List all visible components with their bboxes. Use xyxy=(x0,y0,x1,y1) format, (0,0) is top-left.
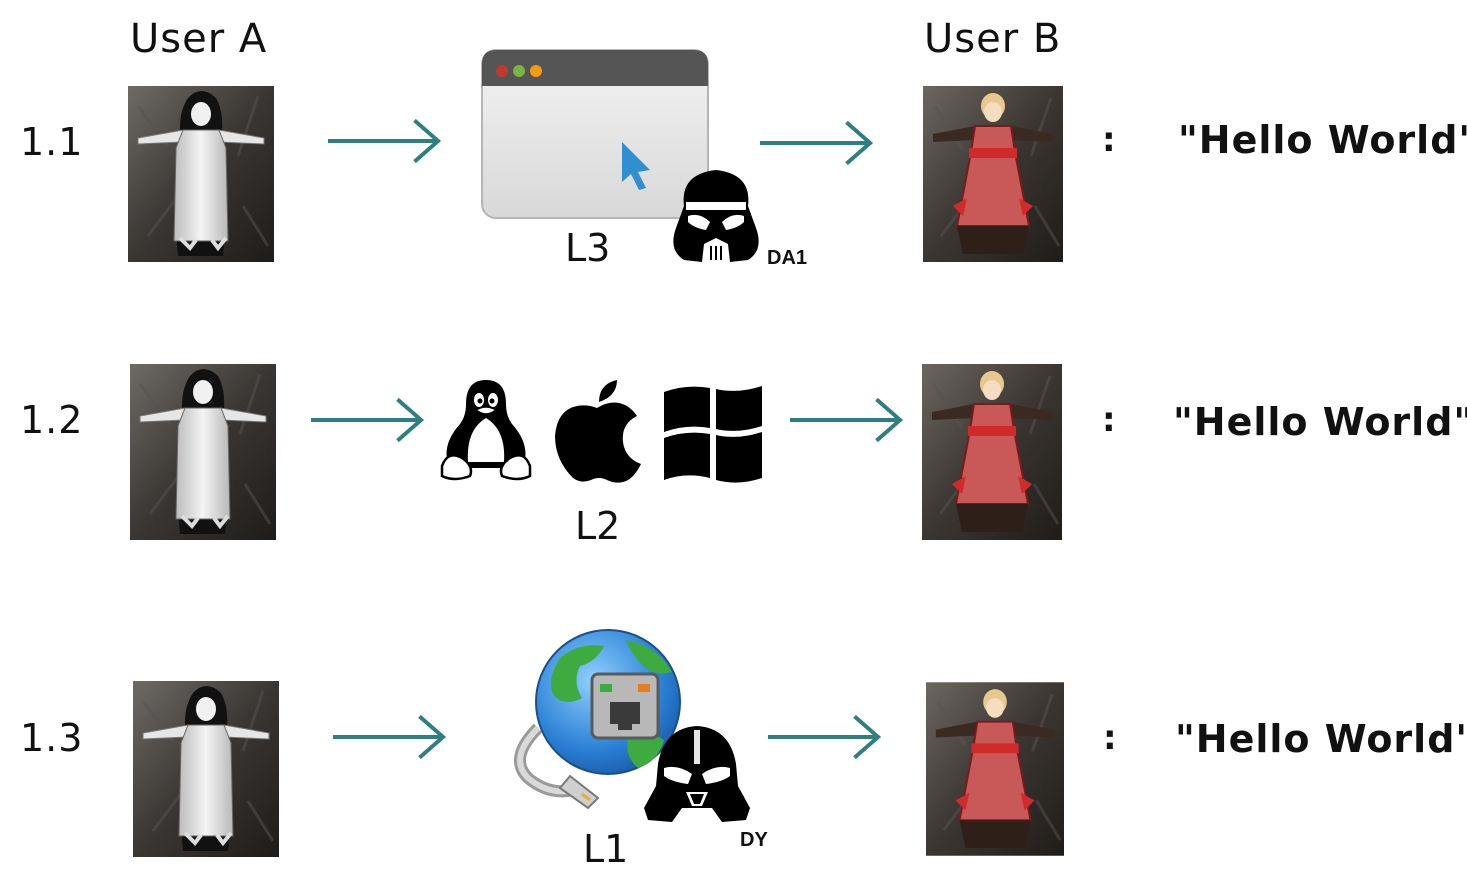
stormtrooper-helmet-icon xyxy=(673,170,759,262)
network-globe-icon xyxy=(514,629,681,810)
row-label-1-2: 1.2 xyxy=(20,398,84,442)
layer-label-l3: L3 xyxy=(565,226,611,270)
user-a-portrait-icon xyxy=(133,681,279,857)
windows-logo-icon xyxy=(664,386,762,483)
message-text: "Hello World" xyxy=(1173,400,1467,444)
separator: : xyxy=(1102,120,1116,160)
user-a-header: User A xyxy=(130,16,268,62)
apple-logo-icon xyxy=(555,380,641,483)
user-b-portrait-icon xyxy=(923,86,1063,262)
linux-tux-icon xyxy=(440,380,532,481)
arrow-right-icon xyxy=(326,116,444,166)
arrow-right-icon xyxy=(788,395,906,445)
attacker-label-dy: DY xyxy=(740,829,768,851)
arrow-right-icon xyxy=(331,712,449,762)
darth-vader-helmet-icon xyxy=(644,726,750,822)
layer-label-l2: L2 xyxy=(575,504,621,548)
user-a-portrait-icon xyxy=(128,86,274,262)
layer-label-l1: L1 xyxy=(583,827,629,871)
user-b-header: User B xyxy=(924,16,1062,62)
attacker-label-da1: DA1 xyxy=(767,247,808,269)
arrow-right-icon xyxy=(766,712,884,762)
browser-window-icon xyxy=(481,49,709,219)
message-text: "Hello World" xyxy=(1175,717,1467,761)
separator: : xyxy=(1102,400,1116,440)
arrow-right-icon xyxy=(309,395,427,445)
user-a-portrait-icon xyxy=(130,364,276,540)
row-label-1-3: 1.3 xyxy=(20,716,84,760)
message-text: "Hello World" xyxy=(1178,118,1467,162)
row-label-1-1: 1.1 xyxy=(20,120,84,164)
separator: : xyxy=(1103,718,1117,758)
user-b-portrait-icon xyxy=(922,364,1062,540)
user-b-portrait-icon xyxy=(926,682,1064,856)
arrow-right-icon xyxy=(758,118,876,168)
